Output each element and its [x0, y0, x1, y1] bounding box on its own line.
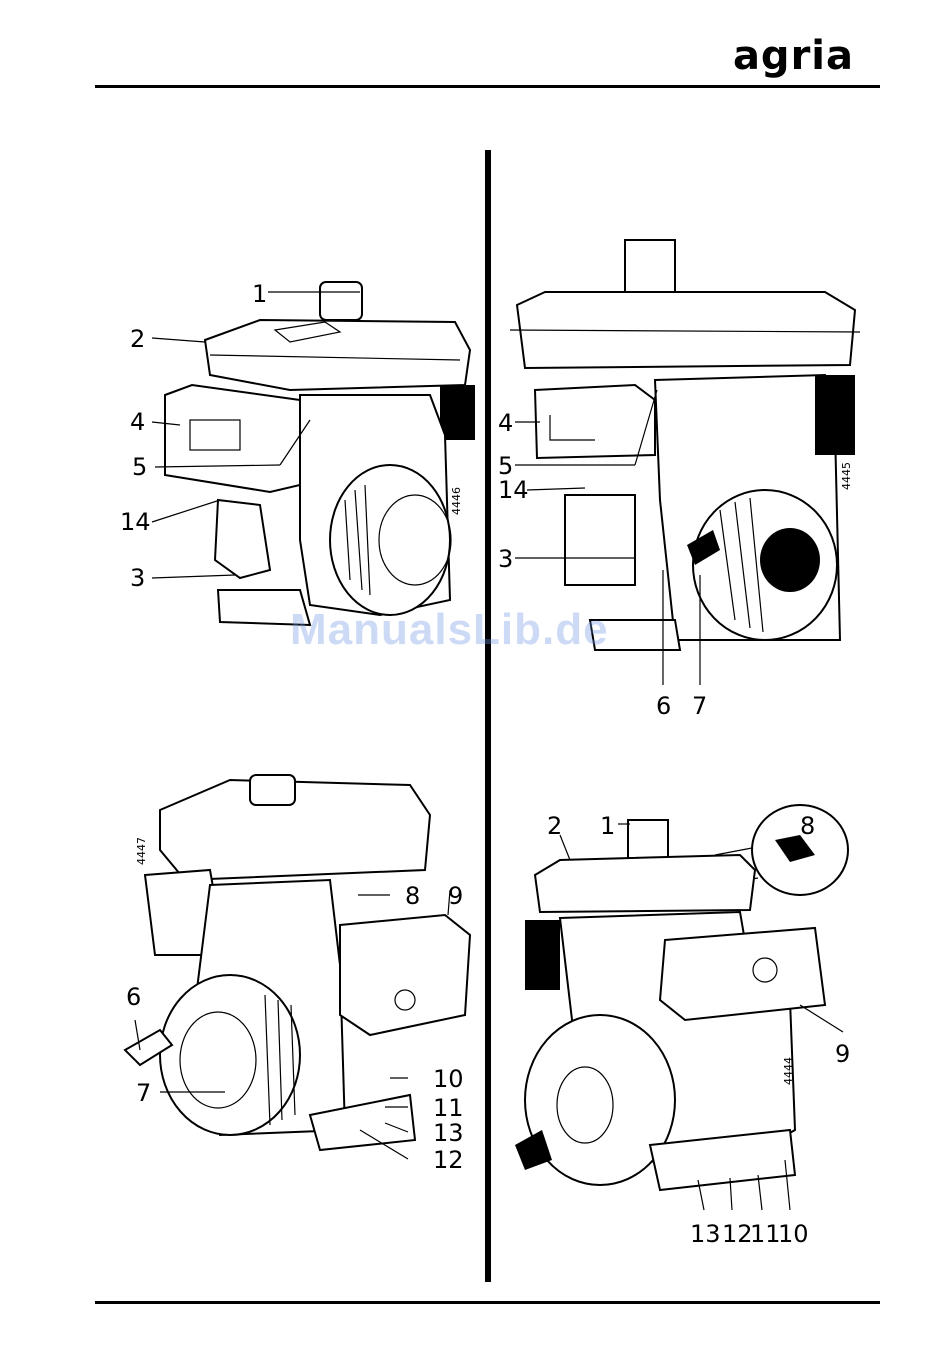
figure-number: 4446	[450, 487, 463, 515]
figure-number: 4444	[782, 1057, 795, 1085]
callout-1: 1	[252, 280, 267, 308]
callout-4: 4	[498, 409, 513, 437]
figure-number: 4445	[840, 462, 853, 490]
header-rule	[95, 85, 880, 88]
callout-12: 12	[722, 1220, 753, 1248]
callout-11: 11	[750, 1220, 781, 1248]
callout-14: 14	[120, 508, 151, 536]
callout-3: 3	[498, 545, 513, 573]
callout-10: 10	[778, 1220, 809, 1248]
callout-5: 5	[132, 453, 147, 481]
callout-8: 8	[405, 882, 420, 910]
callout-6: 6	[656, 692, 671, 720]
figure-engine-4444: 2 1 8 9 13 12 11 10 4444	[500, 800, 870, 1250]
callout-13: 13	[433, 1119, 464, 1147]
footer-rule	[95, 1301, 880, 1304]
engine-drawing-4444: 2 1 8 9 13 12 11 10 4444	[500, 800, 870, 1250]
callout-12: 12	[433, 1146, 464, 1174]
engine-drawing-4446: 1 2 4 5 14 3 4446	[100, 260, 480, 660]
callout-7: 7	[692, 692, 707, 720]
figure-number: 4447	[135, 837, 148, 865]
callout-11: 11	[433, 1094, 464, 1122]
callout-14: 14	[498, 476, 529, 504]
figure-engine-4446: 1 2 4 5 14 3 4446	[100, 260, 480, 660]
callout-6: 6	[126, 983, 141, 1011]
callout-3: 3	[130, 564, 145, 592]
callout-10: 10	[433, 1065, 464, 1093]
engine-drawing-4447: 8 9 6 7 10 11 13 12 4447	[100, 765, 480, 1185]
callout-2: 2	[547, 812, 562, 840]
callout-9: 9	[448, 882, 463, 910]
callout-13: 13	[690, 1220, 721, 1248]
watermark: ManualsLib.de	[290, 605, 609, 655]
column-divider	[485, 150, 491, 1282]
callout-8: 8	[800, 812, 815, 840]
agria-logo: agria	[733, 36, 854, 76]
callout-4: 4	[130, 408, 145, 436]
callout-9: 9	[835, 1040, 850, 1068]
callout-7: 7	[136, 1079, 151, 1107]
figure-engine-4447: 8 9 6 7 10 11 13 12 4447	[100, 765, 480, 1185]
callout-1: 1	[600, 812, 615, 840]
callout-2: 2	[130, 325, 145, 353]
